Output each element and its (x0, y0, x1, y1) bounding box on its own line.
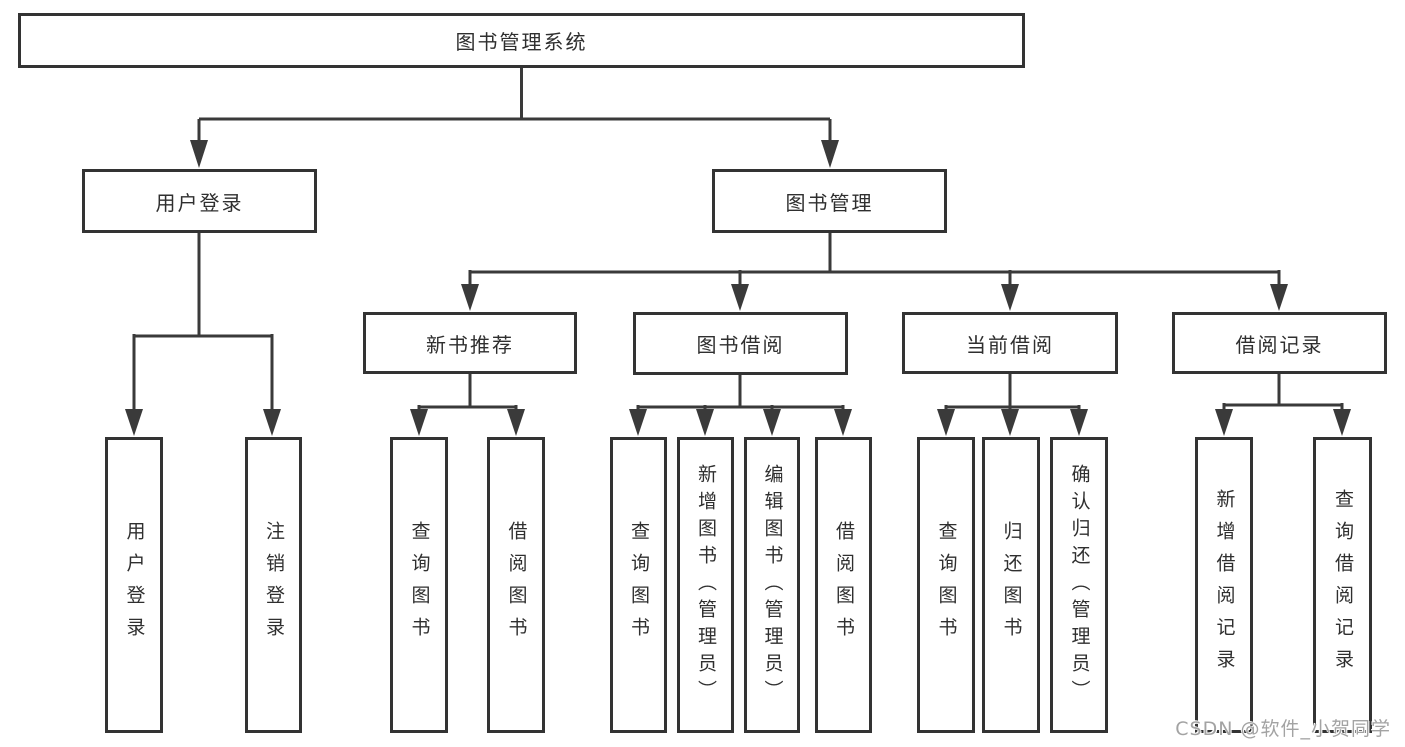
node-label: 用户登录 (123, 521, 146, 649)
node-label: 新增图书（管理员） (695, 463, 717, 707)
node-new-book-recommend: 新书推荐 (363, 312, 577, 374)
node-label: 用户登录 (155, 190, 244, 215)
node-label: 查询图书 (935, 521, 958, 649)
arrow-icon (125, 409, 143, 436)
leaf-current-return-books: 归还图书 (982, 437, 1040, 733)
node-book-borrowing: 图书借阅 (633, 312, 848, 375)
leaf-newbook-query-books: 查询图书 (390, 437, 448, 733)
arrow-icon (629, 409, 647, 436)
node-label: 注销登录 (263, 521, 285, 649)
arrow-icon (834, 409, 852, 436)
node-label: 借阅记录 (1235, 332, 1324, 357)
arrow-icon (937, 409, 955, 436)
arrow-icon (731, 284, 749, 311)
leaf-add-borrow-record: 新增借阅记录 (1195, 437, 1253, 733)
leaf-borrow-borrow-books: 借阅图书 (815, 437, 872, 733)
arrow-icon (696, 409, 714, 436)
leaf-current-query-books: 查询图书 (917, 437, 975, 733)
node-label: 当前借阅 (966, 332, 1054, 357)
leaf-query-borrow-record: 查询借阅记录 (1313, 437, 1372, 733)
arrow-icon (1070, 409, 1088, 436)
node-label: 编辑图书（管理员） (761, 463, 784, 707)
csdn-watermark: CSDN @软件_小贺同学 (1175, 718, 1391, 740)
arrow-icon (1333, 409, 1351, 436)
node-label: 借阅图书 (505, 521, 528, 649)
node-root-library-system: 图书管理系统 (18, 13, 1025, 68)
leaf-borrow-edit-books-admin: 编辑图书（管理员） (744, 437, 800, 733)
arrow-icon (461, 284, 479, 311)
node-current-borrowing: 当前借阅 (902, 312, 1118, 374)
node-label: 新增借阅记录 (1213, 489, 1236, 681)
arrow-icon (1215, 409, 1233, 436)
node-user-login: 用户登录 (82, 169, 317, 233)
node-label: 查询借阅记录 (1332, 489, 1354, 681)
arrow-icon (190, 140, 208, 168)
arrow-icon (763, 409, 781, 436)
arrow-icon (263, 409, 281, 436)
node-label: 新书推荐 (426, 332, 514, 357)
arrow-icon (1001, 284, 1019, 311)
node-borrow-records: 借阅记录 (1172, 312, 1387, 374)
node-label: 归还图书 (1000, 521, 1023, 649)
node-book-management: 图书管理 (712, 169, 947, 233)
leaf-logout: 注销登录 (245, 437, 302, 733)
arrow-icon (821, 140, 839, 168)
node-label: 图书管理系统 (455, 30, 588, 54)
arrow-icon (507, 409, 525, 436)
node-label: 图书管理 (785, 190, 874, 215)
node-label: 确认归还（管理员） (1068, 463, 1091, 707)
arrow-icon (410, 409, 428, 436)
leaf-current-confirm-return-admin: 确认归还（管理员） (1050, 437, 1108, 733)
leaf-borrow-query-books: 查询图书 (610, 437, 667, 733)
leaf-newbook-borrow-books: 借阅图书 (487, 437, 545, 733)
leaf-user-login: 用户登录 (105, 437, 163, 733)
node-label: 查询图书 (408, 521, 431, 649)
leaf-borrow-add-books-admin: 新增图书（管理员） (677, 437, 734, 733)
node-label: 借阅图书 (833, 521, 855, 649)
node-label: 查询图书 (628, 521, 650, 649)
arrow-icon (1270, 284, 1288, 311)
arrow-icon (1001, 409, 1019, 436)
node-label: 图书借阅 (696, 333, 785, 357)
